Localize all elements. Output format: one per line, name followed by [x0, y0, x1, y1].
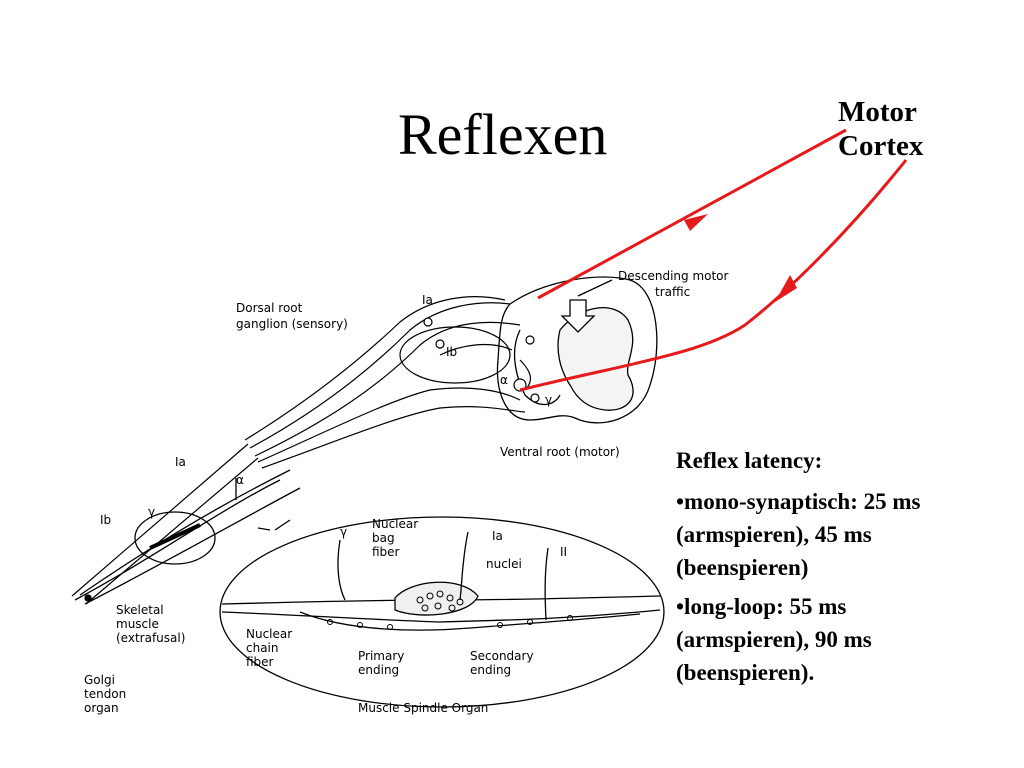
skeletal-label-line-3: (extrafusal)	[116, 631, 185, 645]
gamma-top-label: γ	[545, 393, 552, 407]
motor-cortex-pathways	[519, 128, 908, 392]
slide-title: Reflexen	[398, 102, 608, 167]
spindle-ia-label: Ia	[492, 529, 503, 543]
ia-left-label: Ia	[175, 455, 186, 469]
nuclear-bag-label-line-3: fiber	[372, 545, 400, 559]
latency-item-monosynaptic: •mono-synaptisch: 25 ms (armspieren), 45…	[676, 485, 1016, 584]
nuclear-bag-label-line-2: bag	[372, 531, 395, 545]
descending-label-line-1: Descending motor	[618, 269, 729, 283]
pathway-arrowheads	[684, 214, 797, 302]
nuclear-chain-label-line-2: chain	[246, 641, 279, 655]
golgi-label-line-1: Golgi	[84, 673, 115, 687]
golgi-label-line-3: organ	[84, 701, 119, 715]
gamma-left-label: γ	[148, 505, 155, 519]
latency-item-line: (beenspieren).	[676, 660, 815, 685]
spindle-nuclei	[327, 590, 573, 630]
drg-label-line-2: ganglion (sensory)	[236, 317, 348, 331]
nuclear-chain-label-line-3: fiber	[246, 655, 274, 669]
spindle-gamma-label: γ	[340, 525, 347, 539]
spindle-ii-label: II	[560, 545, 567, 559]
primary-ending-label-line-2: ending	[358, 663, 399, 677]
descending-label-line-2: traffic	[655, 285, 690, 299]
reflex-latency-panel: Reflex latency: •mono-synaptisch: 25 ms …	[676, 444, 1016, 695]
long-loop-pathway-line	[519, 159, 908, 392]
latency-item-long-loop: •long-loop: 55 ms (armspieren), 90 ms (b…	[676, 590, 1016, 689]
ganglion-cell-bodies	[423, 317, 540, 403]
spinal-cord	[496, 276, 658, 424]
latency-item-line: (armspieren), 90 ms	[676, 627, 872, 652]
muscle-spindle-caption: Muscle Spindle Organ	[358, 701, 488, 715]
pathway-arrowhead-1	[684, 214, 708, 231]
latency-item-line: (armspieren), 45 ms	[676, 522, 872, 547]
primary-ending-label-line-1: Primary	[358, 649, 404, 663]
golgi-label-line-2: tendon	[84, 687, 126, 701]
descending-traffic-arrow	[560, 279, 613, 333]
latency-heading: Reflex latency:	[676, 448, 823, 473]
ib-left-label: Ib	[100, 513, 111, 527]
nuclei-label: nuclei	[486, 557, 522, 571]
latency-item-line: (beenspieren)	[676, 555, 809, 580]
latency-item-line: •mono-synaptisch: 25 ms	[676, 489, 921, 514]
skeletal-muscle	[74, 469, 301, 605]
skeletal-label-line-1: Skeletal	[116, 603, 164, 617]
ia-top-label: Ia	[422, 293, 433, 307]
alpha-top-label: α	[500, 373, 508, 387]
nuclear-chain-label-line-1: Nuclear	[246, 627, 292, 641]
nuclear-bag-label-line-1: Nuclear	[372, 517, 418, 531]
ib-top-label: Ib	[446, 345, 457, 359]
secondary-ending-label-line-1: Secondary	[470, 649, 534, 663]
dorsal-root-fibers	[71, 296, 532, 605]
pathway-arrowhead-2	[775, 275, 797, 302]
alpha-left-label: α	[236, 473, 244, 487]
ventral-root-label: Ventral root (motor)	[500, 445, 620, 459]
direct-pathway-line	[537, 128, 847, 300]
muscle-spindle-organ	[219, 516, 665, 708]
drg-label-line-1: Dorsal root	[236, 301, 303, 315]
motor-cortex-line-1: Motor	[838, 96, 917, 128]
skeletal-label-line-2: muscle	[116, 617, 159, 631]
latency-item-line: •long-loop: 55 ms	[676, 594, 847, 619]
secondary-ending-label-line-2: ending	[470, 663, 511, 677]
motor-cortex-line-2: Cortex	[838, 130, 924, 162]
motor-cortex-label: Motor Cortex	[838, 95, 923, 163]
